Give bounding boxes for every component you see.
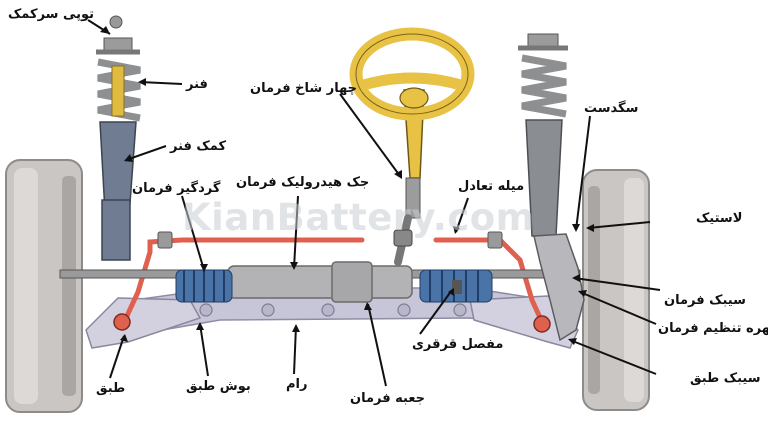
left-control-arm bbox=[85, 297, 202, 349]
right-strut bbox=[518, 33, 585, 342]
label-steering-box: جعبه فرمان bbox=[350, 391, 426, 406]
stabilizer-bar bbox=[123, 237, 545, 325]
leader-arrowheads bbox=[100, 26, 594, 345]
steering-wheel bbox=[349, 27, 475, 121]
steering-rack bbox=[59, 261, 581, 303]
left-strut bbox=[96, 15, 141, 261]
right-knuckle bbox=[533, 233, 585, 342]
label-tie-rod: سیبک فرمان bbox=[664, 293, 746, 308]
label-strut-mount: توپی سرکمک bbox=[8, 7, 95, 22]
left-tire bbox=[5, 159, 83, 413]
label-shock-absorber: کمک فنر bbox=[170, 139, 227, 154]
right-spring bbox=[521, 54, 567, 118]
label-stabilizer-bar: میله تعادل bbox=[458, 179, 525, 194]
label-spring: فنر bbox=[186, 77, 208, 92]
label-control-arm: طبق bbox=[96, 381, 126, 396]
leader-lines bbox=[87, 19, 661, 387]
label-tie-rod-adjuster: مهره تنظیم فرمان bbox=[658, 321, 768, 336]
label-boot: گردگیر فرمان bbox=[132, 181, 221, 196]
right-control-arm bbox=[469, 295, 579, 349]
label-cardan-joint: مفصل قرقری bbox=[412, 337, 504, 352]
label-hydraulic-rack: جک هیدرولیک فرمان bbox=[236, 175, 370, 190]
label-tire: لاستیک bbox=[696, 211, 743, 226]
right-tire bbox=[582, 169, 650, 411]
label-arm-bushing: بوش طبق bbox=[186, 379, 251, 394]
label-ball-joint: سیبک طبق bbox=[690, 371, 761, 386]
watermark: KianBattery.com bbox=[182, 196, 535, 239]
left-boot bbox=[175, 269, 233, 303]
label-subframe: رام bbox=[286, 377, 308, 392]
label-steering-wheel-spokes: چهار شاخ فرمان bbox=[250, 81, 358, 96]
label-knuckle: سگدست bbox=[584, 101, 639, 116]
